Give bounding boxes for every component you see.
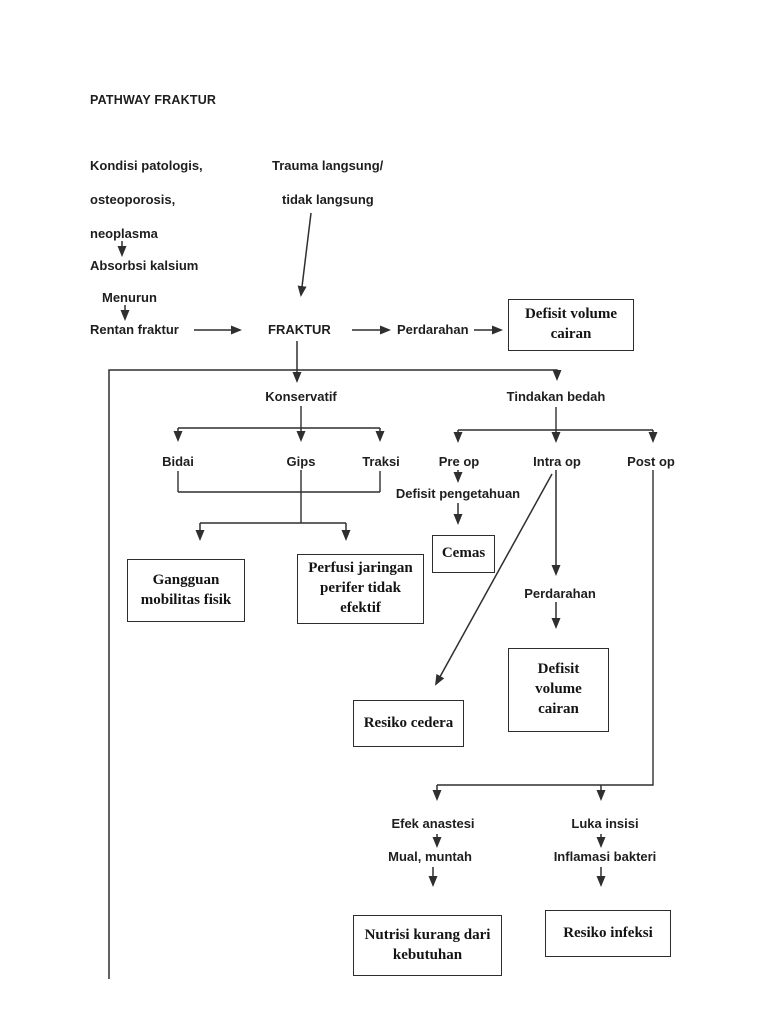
label-tidak-langsung: tidak langsung — [282, 192, 374, 207]
label-post-op: Post op — [627, 454, 675, 469]
label-rentan-fraktur: Rentan fraktur — [90, 322, 179, 337]
label-mual-muntah: Mual, muntah — [388, 849, 472, 864]
box-resiko-infeksi: Resiko infeksi — [545, 910, 671, 957]
label-efek-anastesi: Efek anastesi — [391, 816, 475, 831]
box-resiko-cedera: Resiko cedera — [353, 700, 464, 747]
box-defisit-volume-cairan: Defisit volume cairan — [508, 299, 634, 351]
label-tindakan-bedah: Tindakan bedah — [506, 389, 606, 404]
page-title: PATHWAY FRAKTUR — [90, 93, 217, 107]
box-defisit-volume-cairan-intra: Defisit volume cairan — [508, 648, 609, 732]
box-perfusi-jaringan: Perfusi jaringan perifer tidak efektif — [297, 554, 424, 624]
box-cemas: Cemas — [432, 535, 495, 573]
node-fraktur: FRAKTUR — [268, 322, 331, 337]
label-traksi: Traksi — [362, 454, 400, 469]
label-intra-op: Intra op — [533, 454, 581, 469]
line-postop-route — [437, 470, 654, 786]
label-absorbsi-kalsium: Absorbsi kalsium — [90, 258, 199, 273]
label-pre-op: Pre op — [438, 454, 480, 469]
label-luka-insisi: Luka insisi — [571, 816, 639, 831]
label-perdarahan: Perdarahan — [397, 322, 469, 337]
label-perdarahan-intra-op: Perdarahan — [524, 586, 596, 601]
box-nutrisi-kurang: Nutrisi kurang dari kebutuhan — [353, 915, 502, 976]
label-konservatif: Konservatif — [265, 389, 337, 404]
line-bidai-gips-traksi-joiner — [177, 470, 381, 524]
box-gangguan-mobilitas-fisik: Gangguan mobilitas fisik — [127, 559, 245, 622]
label-osteoporosis: osteoporosis, — [90, 192, 176, 207]
label-defisit-pengetahuan: Defisit pengetahuan — [395, 486, 521, 501]
label-inflamasi-bakteri: Inflamasi bakteri — [553, 849, 657, 864]
line-konservatif-bracket — [178, 406, 380, 429]
label-gips: Gips — [286, 454, 316, 469]
label-menurun: Menurun — [102, 290, 157, 305]
label-neoplasma: neoplasma — [90, 226, 158, 241]
label-kondisi-patologis: Kondisi patologis, — [90, 158, 203, 173]
line-bedah-bracket — [458, 407, 653, 431]
arrow-trauma-to-fraktur — [297, 212, 312, 297]
label-trauma-langsung: Trauma langsung/ — [272, 158, 384, 173]
label-bidai: Bidai — [162, 454, 194, 469]
